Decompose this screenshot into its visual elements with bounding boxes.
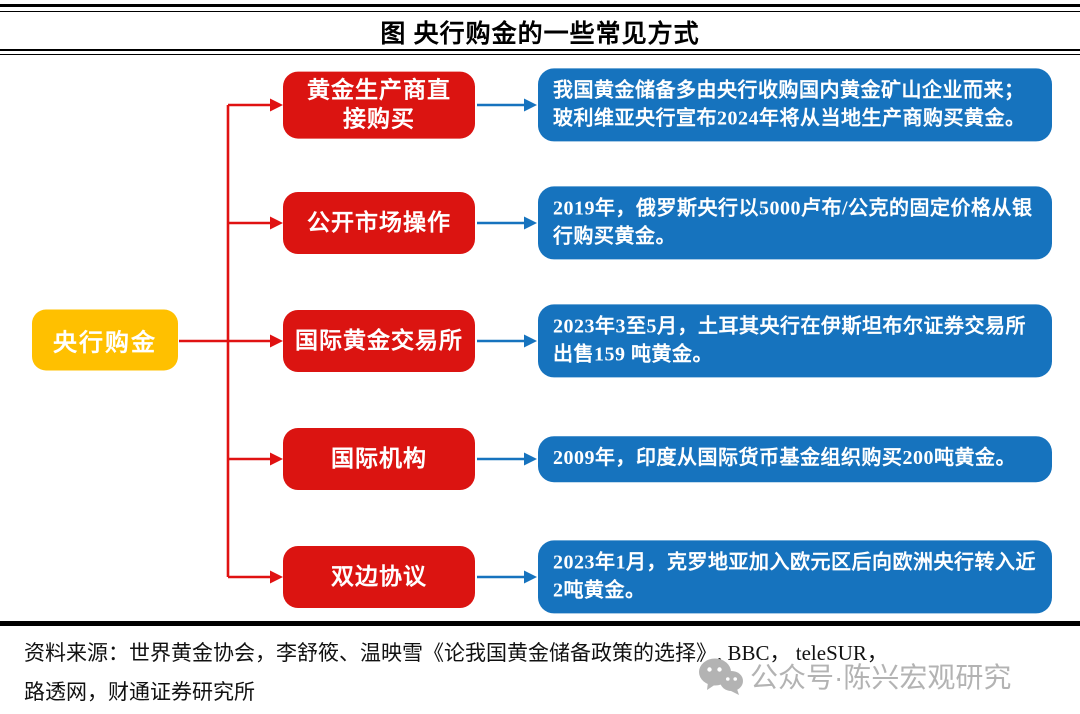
page-title: 图 央行购金的一些常见方式: [380, 21, 700, 48]
detail-node-gold-exchange: 2023年3至5月，土耳其央行在伊斯坦布尔证券交易所出售159 吨黄金。: [538, 304, 1052, 378]
title-underline-2: [0, 54, 1080, 55]
source-line-1: 资料来源：世界黄金协会，李舒筱、温映雪《论我国黄金储备政策的选择》, BBC， …: [24, 641, 888, 665]
watermark-text: 公众号·陈兴宏观研究: [750, 662, 1012, 693]
top-rule-thick: [0, 4, 1080, 7]
detail-node-gold-producers: 我国黄金储备多由央行收购国内黄金矿山企业而来；玻利维亚央行宣布2024年将从当地…: [538, 68, 1052, 142]
source-note: 资料来源：世界黄金协会，李舒筱、温映雪《论我国黄金储备政策的选择》, BBC， …: [24, 634, 1064, 712]
source-line-2: 路透网，财通证券研究所: [24, 680, 255, 704]
wechat-icon: [698, 657, 744, 695]
detail-node-bilateral-agreements: 2023年1月，克罗地亚加入欧元区后向欧洲央行转入近2吨黄金。: [538, 540, 1052, 614]
method-node-open-market: 公开市场操作: [283, 192, 475, 254]
method-node-gold-exchange: 国际黄金交易所: [283, 310, 475, 372]
watermark: 公众号·陈兴宏观研究: [698, 656, 1011, 696]
method-node-gold-producers: 黄金生产商直 接购买: [283, 71, 475, 139]
detail-node-open-market: 2019年，俄罗斯央行以5000卢布/公克的固定价格从银行购买黄金。: [538, 186, 1052, 260]
root-node-central-bank-gold-buying: 央行购金: [32, 309, 178, 371]
method-node-bilateral-agreements: 双边协议: [283, 546, 475, 608]
method-node-international-orgs: 国际机构: [283, 428, 475, 490]
figure-bottom-rule: [0, 621, 1080, 626]
detail-node-international-orgs: 2009年，印度从国际货币基金组织购买200吨黄金。: [538, 436, 1052, 482]
top-rule-thin: [0, 11, 1080, 12]
title-underline-1: [0, 49, 1080, 51]
